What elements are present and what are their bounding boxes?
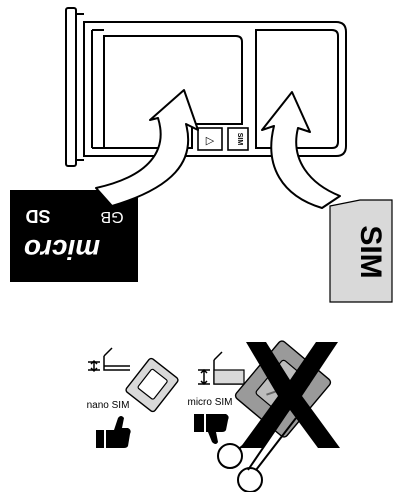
tray-outer <box>83 21 347 157</box>
sim-card: SIM <box>329 199 393 303</box>
sim-badge: SIM <box>227 127 249 151</box>
micro-sim-thickness <box>198 351 245 386</box>
sim-slot <box>255 29 339 149</box>
microsd-badge: ▷ <box>197 127 223 151</box>
thumbs-down-icon <box>194 414 229 444</box>
card-type: SD <box>25 206 50 226</box>
card-capacity: GB <box>100 208 123 225</box>
sim-card-label: SIM <box>354 225 387 278</box>
cross-icon <box>240 342 340 448</box>
thumbs-up-icon <box>96 416 131 448</box>
svg-text:SIM: SIM <box>236 133 243 146</box>
svg-text:▷: ▷ <box>206 135 215 147</box>
scissors-icon <box>217 407 297 492</box>
micro-sim-label: micro SIM <box>188 397 233 408</box>
insert-arrow-icon <box>95 89 199 207</box>
nano-sim-card <box>125 357 179 413</box>
insert-arrow-icon <box>261 91 341 209</box>
tray-end-cap <box>65 7 77 167</box>
nano-sim-label: nano SIM <box>87 400 130 411</box>
microsd-card: GB micro SD <box>10 190 138 282</box>
card-brand: micro <box>24 234 100 265</box>
nano-sim-thickness <box>88 347 130 373</box>
